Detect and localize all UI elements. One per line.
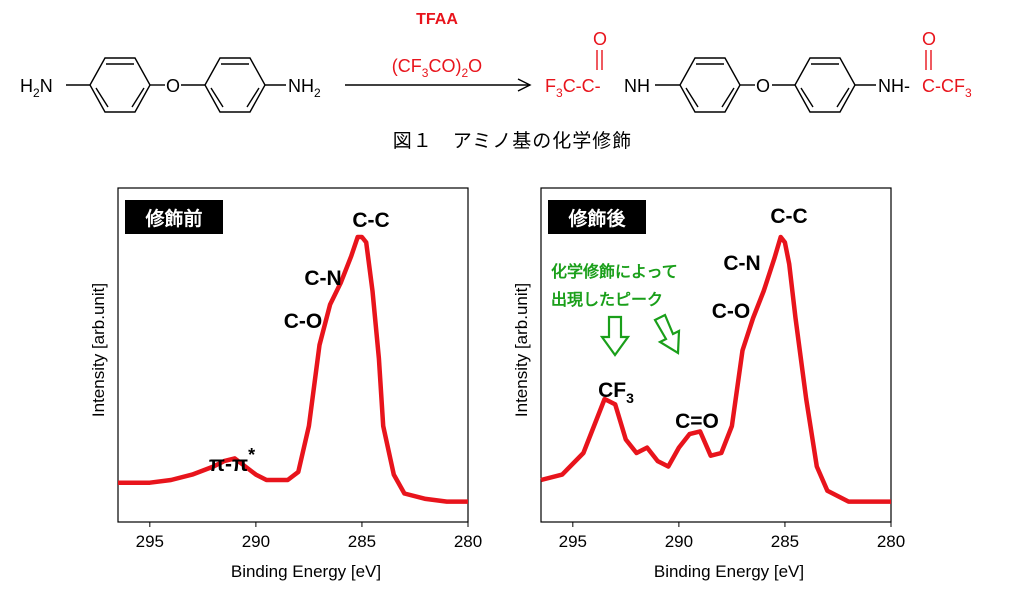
annotation-cf3: CF3: [598, 379, 634, 406]
product-carbonyl-o-left: O: [593, 29, 607, 49]
product-cf3-carbonyl-left: F3C-C-: [545, 76, 601, 100]
panel-label-box: 修飾後: [548, 200, 646, 234]
annotation-c-c: C-C: [352, 209, 389, 232]
reaction-scheme: H2N O NH2 TFAA (CF3CO)2O F3C-C- NH O O N…: [20, 11, 972, 113]
panel-label-background: [125, 200, 223, 234]
chart-after-modification: Intensity [arb.unit] 295 290 285 280 Bindin…: [512, 187, 905, 581]
x-axis-label: Binding Energy [eV]: [231, 562, 381, 581]
x-tick-label: 285: [348, 532, 376, 551]
annotation-c-c: C-C: [770, 205, 807, 228]
reaction-arrow: [345, 78, 532, 92]
y-axis-label: Intensity [arb.unit]: [512, 283, 531, 417]
x-tick-label: 285: [771, 532, 799, 551]
x-tick-label: 280: [454, 532, 482, 551]
plot-frame: [117, 187, 469, 523]
product-carbonyl-bond-left: [596, 50, 603, 70]
chart-before-modification: Intensity [arb.unit] 295 290 285 280 Bindin…: [89, 187, 482, 581]
benzene-ring-3: [679, 57, 741, 113]
x-tick-label: 290: [665, 532, 693, 551]
x-tick-label: 280: [877, 532, 905, 551]
product-carbonyl-o-right: O: [922, 29, 936, 49]
reactant-h2n-label: H2N: [20, 76, 53, 100]
spectrum-line: [118, 234, 468, 504]
product-carbonyl-bond-right: [925, 50, 932, 70]
green-arrow-down-icon: [599, 315, 631, 357]
panel-label-box: 修飾前: [125, 200, 223, 234]
panel-label-background: [548, 200, 646, 234]
product-carbonyl-cf3-right: C-CF3: [922, 76, 972, 100]
x-tick-label: 295: [559, 532, 587, 551]
reactant-bridge-o: O: [166, 76, 180, 96]
annotation-c-n: C-N: [723, 252, 760, 275]
y-axis-label: Intensity [arb.unit]: [89, 283, 108, 417]
product-molecule: [655, 57, 876, 113]
annotation-c-double-o: C=O: [675, 410, 719, 433]
annotation-pi-pi-star: π-π*: [209, 445, 255, 476]
reagent-name: TFAA: [416, 11, 458, 28]
reactant-molecule: [66, 57, 286, 113]
product-nh-left: NH: [624, 76, 650, 96]
x-ticks: 295 290 285 280: [136, 522, 482, 551]
x-ticks: 295 290 285 280: [559, 522, 905, 551]
reactant-nh2-label: NH2: [288, 76, 321, 100]
panel-label: 修飾後: [567, 207, 626, 230]
panel-label: 修飾前: [144, 207, 202, 230]
x-tick-label: 290: [242, 532, 270, 551]
plot-frame: [540, 187, 892, 523]
plot-area: 295 290 285 280: [540, 187, 905, 551]
annotation-c-o: C-O: [712, 300, 751, 323]
product-nh-right: NH-: [878, 76, 910, 96]
benzene-ring-2: [204, 57, 266, 113]
plot-area: 295 290 285 280: [117, 187, 482, 551]
annotation-new-peak-line2: 出現したピーク: [551, 290, 663, 309]
x-axis-label: Binding Energy [eV]: [654, 562, 804, 581]
x-tick-label: 295: [136, 532, 164, 551]
spectrum-line: [540, 234, 891, 504]
benzene-ring-4: [794, 57, 856, 113]
annotation-c-n: C-N: [304, 267, 341, 290]
annotation-new-peak-line1: 化学修飾によって: [551, 262, 678, 281]
annotation-c-o: C-O: [284, 310, 323, 333]
reagent-formula: (CF3CO)2O: [392, 56, 482, 80]
product-bridge-o: O: [756, 76, 770, 96]
figure-caption: 図１ アミノ基の化学修飾: [392, 130, 633, 152]
green-arrow-diagonal-icon: [653, 313, 681, 355]
benzene-ring-1: [89, 57, 151, 113]
